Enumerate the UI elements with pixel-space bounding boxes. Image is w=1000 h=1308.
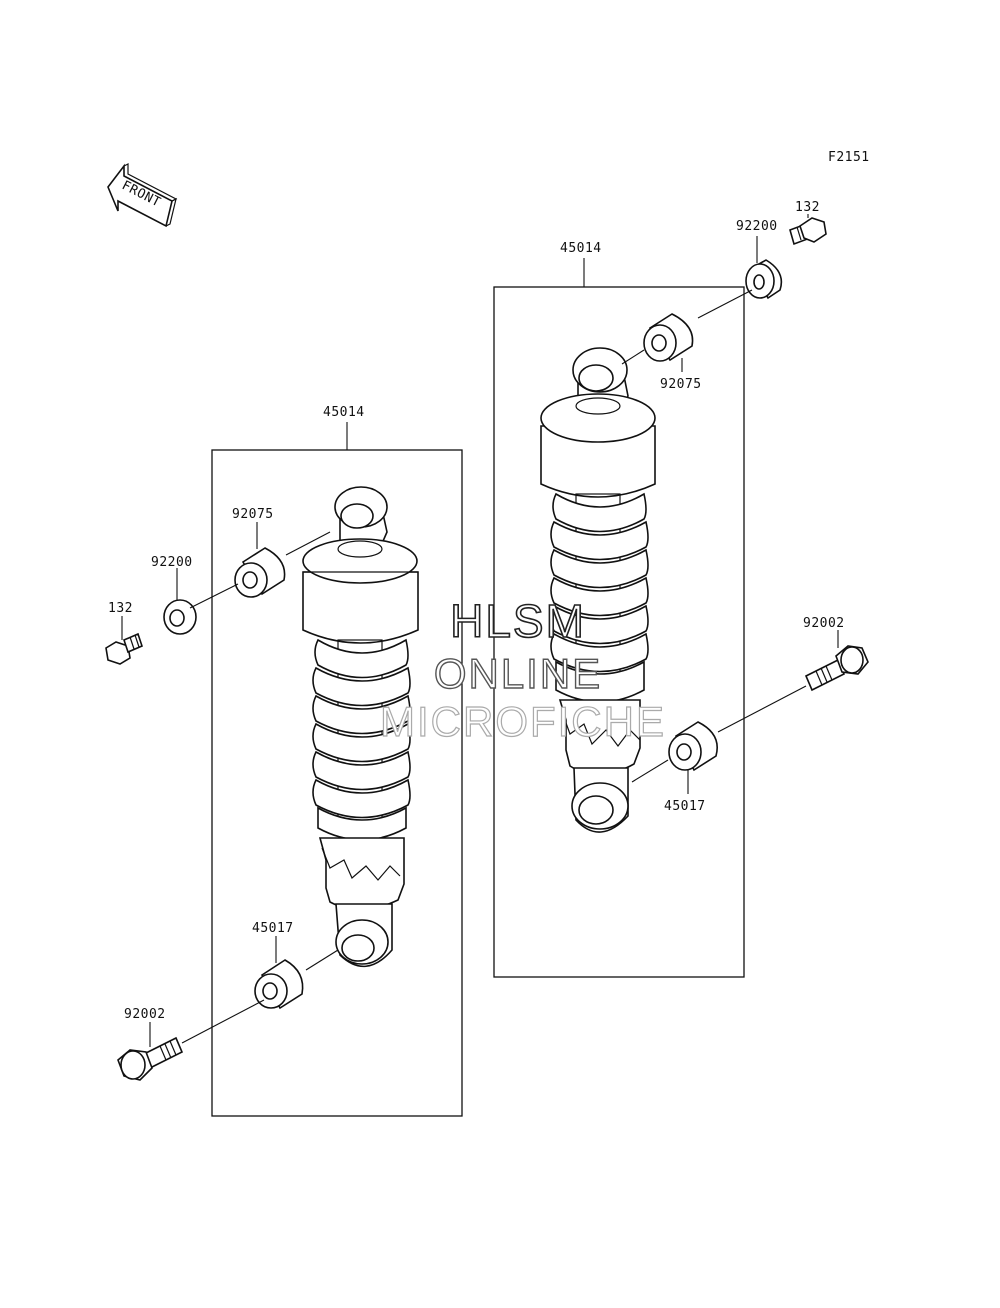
right-assembly-label: 45014 bbox=[560, 241, 602, 256]
watermark-line1: HLSM bbox=[450, 595, 586, 647]
right-long-bolt-icon bbox=[804, 645, 869, 692]
right-washer-label: 92200 bbox=[736, 219, 778, 234]
left-washer-label: 92200 bbox=[151, 555, 193, 570]
left-shock-spring bbox=[312, 638, 411, 841]
right-shock-spring bbox=[550, 492, 649, 703]
right-long-bolt-label: 92002 bbox=[803, 616, 845, 631]
figure-code: F2151 bbox=[828, 150, 870, 165]
left-shock-lower-body bbox=[318, 837, 405, 911]
left-shock-bottom-eye bbox=[335, 903, 393, 968]
left-bushing-bottom bbox=[254, 959, 304, 1010]
front-arrow-icon: FRONT bbox=[107, 163, 178, 228]
right-bushing-top bbox=[643, 313, 694, 362]
right-bushing-bottom-label: 45017 bbox=[664, 799, 706, 814]
left-bushing-top bbox=[234, 547, 286, 598]
left-assembly-label: 45014 bbox=[323, 405, 365, 420]
left-long-bolt-icon bbox=[117, 1036, 184, 1081]
right-small-bolt-label: 132 bbox=[795, 200, 820, 215]
left-shock-assembly: 45014 bbox=[105, 405, 463, 1117]
right-shock-cap bbox=[540, 393, 656, 498]
left-shock-top-eye bbox=[334, 486, 388, 549]
left-bushing-bottom-label: 45017 bbox=[252, 921, 294, 936]
right-shock-lower-body bbox=[558, 699, 641, 776]
right-washer bbox=[745, 259, 783, 300]
left-small-bolt-icon bbox=[105, 632, 143, 665]
watermark-line3: MICROFICHE bbox=[380, 698, 666, 745]
left-bushing-top-label: 92075 bbox=[232, 507, 274, 522]
left-long-bolt-label: 92002 bbox=[124, 1007, 166, 1022]
right-bushing-top-label: 92075 bbox=[660, 377, 702, 392]
right-shock-bottom-eye bbox=[571, 767, 629, 833]
left-small-bolt-label: 132 bbox=[108, 601, 133, 616]
left-shock-cap bbox=[302, 538, 419, 644]
right-bushing-bottom bbox=[668, 721, 718, 772]
left-assembly-box bbox=[211, 449, 463, 1117]
watermark: HLSM ONLINE MICROFICHE bbox=[379, 594, 666, 745]
left-washer bbox=[163, 599, 197, 635]
right-small-bolt-icon bbox=[789, 217, 827, 246]
right-shock-assembly: 45014 bbox=[493, 200, 869, 978]
right-assembly-box bbox=[493, 286, 745, 978]
watermark-line2: ONLINE bbox=[434, 650, 602, 697]
